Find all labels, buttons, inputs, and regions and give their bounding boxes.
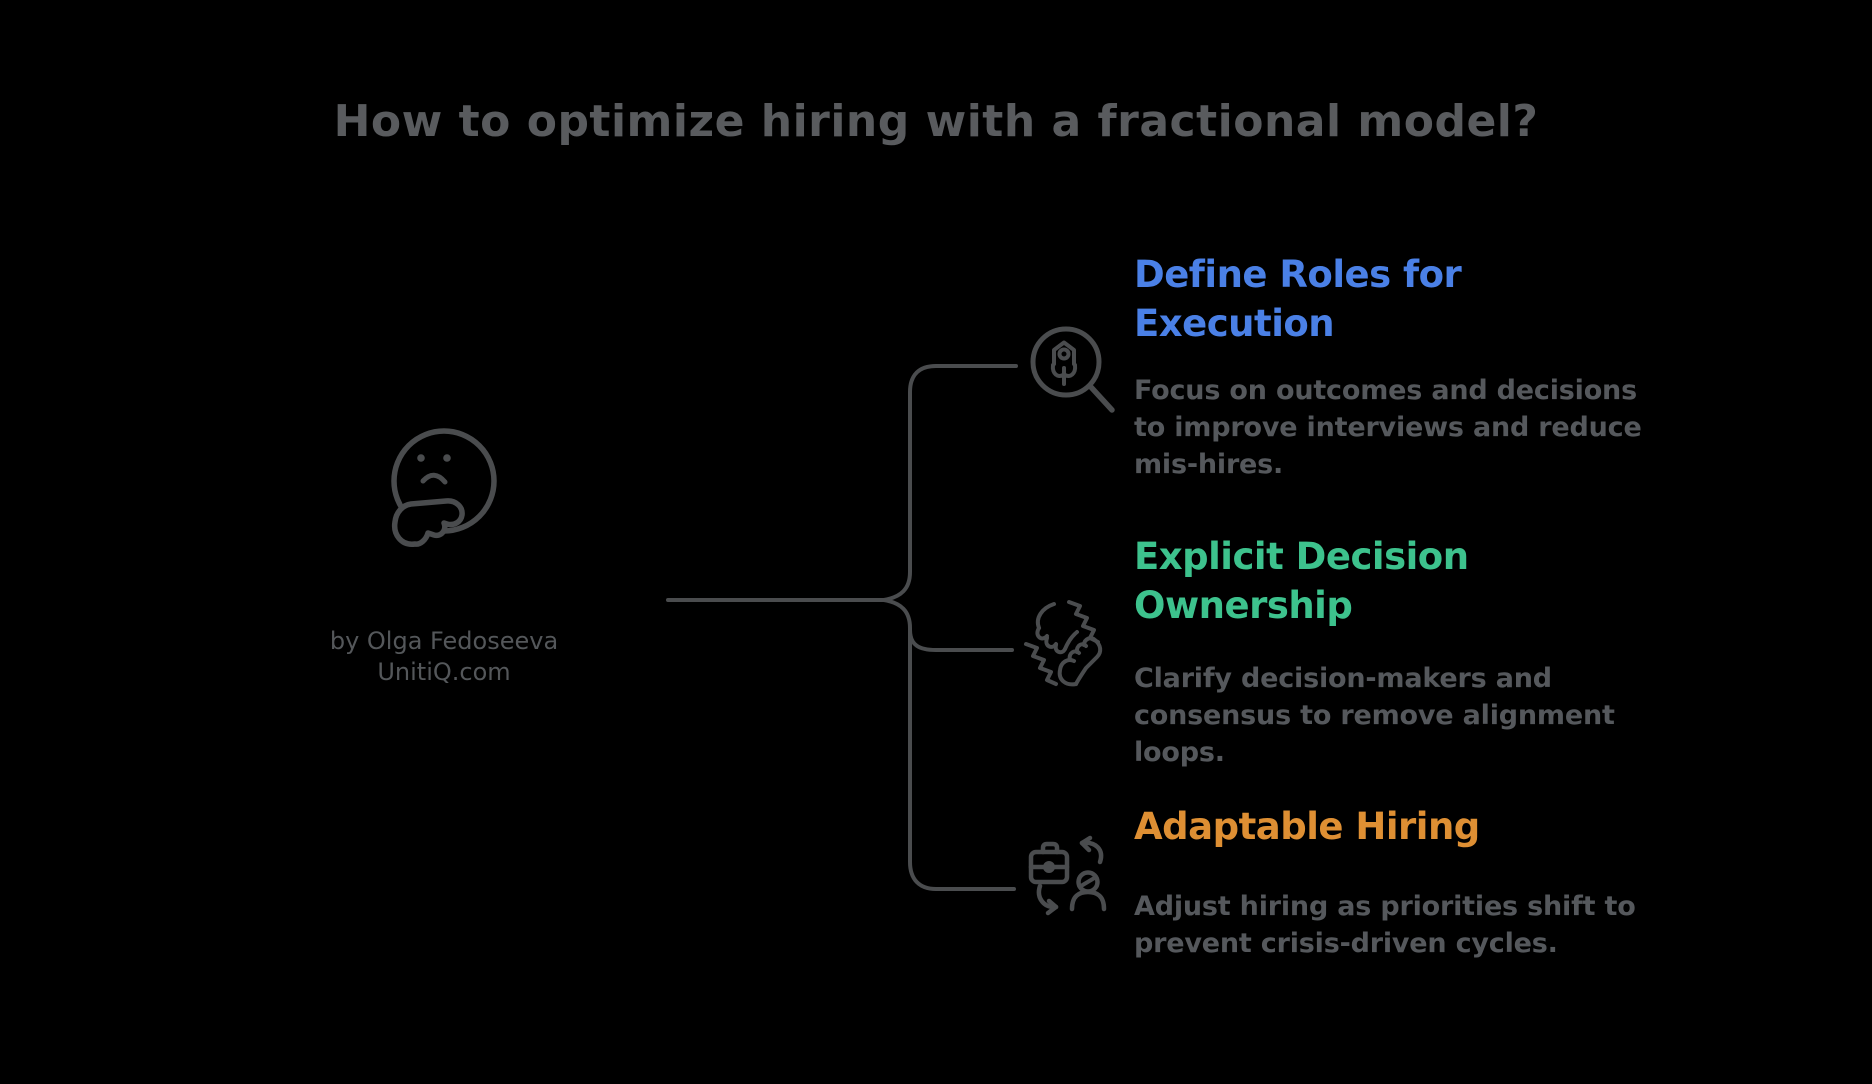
briefcase-person-swap-icon: [1028, 835, 1107, 916]
handshake-icon: [1024, 600, 1103, 687]
branch-body-decision-ownership: Clarify decision-makers and consensus to…: [1134, 663, 1615, 768]
author-credit: by Olga Fedoseeva UnitiQ.com: [294, 626, 594, 688]
author-name: by Olga Fedoseeva: [329, 627, 559, 655]
branch-body-adaptable-hiring: Adjust hiring as priorities shift to pre…: [1134, 891, 1636, 959]
branch-title-decision-ownership: Explicit Decision Ownership: [1134, 535, 1469, 627]
branch-title-define-roles: Define Roles for Execution: [1134, 253, 1462, 345]
branch-body-define-roles: Focus on outcomes and decisions to impro…: [1134, 375, 1642, 480]
page-title: How to optimize hiring with a fractional…: [333, 96, 1539, 147]
thinking-face-icon: [391, 428, 497, 547]
search-person-icon: [1030, 326, 1115, 413]
branch-title-adaptable-hiring: Adaptable Hiring: [1134, 805, 1480, 848]
author-site: UnitiQ.com: [377, 658, 511, 686]
